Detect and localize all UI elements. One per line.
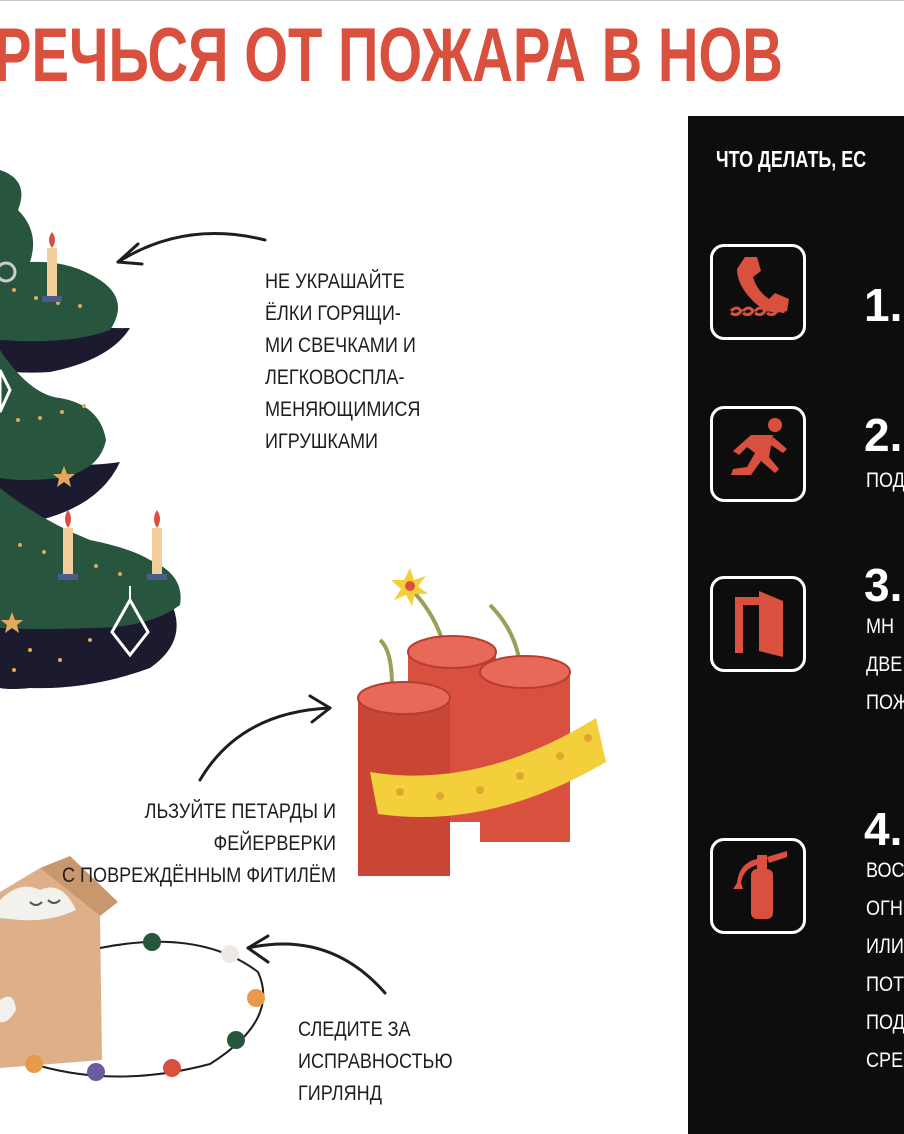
step-4-number: 4. [864,803,903,855]
step-3-number: 3. [864,559,903,611]
step-3-text: МН ДВЕ ПОЖ [866,615,904,714]
step-2-number: 2. [864,409,903,461]
door-icon [735,591,783,657]
fire-extinguisher-icon [733,851,787,919]
step-2-text: ПОД [866,469,904,492]
tip-tree-text: НЕ УКРАШАЙТЕ ЁЛКИ ГОРЯЩИ- МИ СВЕЧКАМИ И … [265,270,421,453]
tip-firecracker-text: ЛЬЗУЙТЕ ПЕТАРДЫ И ФЕЙЕРВЕРКИ С ПОВРЕЖДЁН… [61,800,336,887]
phone-icon [729,257,789,317]
step-2-icon-box [710,406,806,502]
illustrations [0,170,606,1081]
tip-garland-text: СЛЕДИТЕ ЗА ИСПРАВНОСТЬЮ ГИРЛЯНД [298,1018,453,1105]
step-1-icon-box [710,244,806,340]
panel-title: ЧТО ДЕЛАТЬ, ЕС [716,146,867,172]
arrow-icons [116,232,387,995]
step-3-icon-box [710,576,806,672]
step-1-number: 1. [864,279,903,331]
running-person-icon [731,418,787,475]
what-to-do-panel: ЧТО ДЕЛАТЬ, ЕС 1. 2. ПОД 3. МН ДВЕ [688,116,904,1134]
step-4-text: ВОС ОГН ИЛИ ПОТ ПОД СРЕ [866,859,904,1072]
page-title: РЕЧЬСЯ ОТ ПОЖАРА В НОВ [0,13,783,98]
step-4-icon-box [710,838,806,934]
firecracker-illustration [357,568,606,876]
christmas-tree-illustration [0,170,181,689]
box-garland-illustration [0,856,265,1081]
